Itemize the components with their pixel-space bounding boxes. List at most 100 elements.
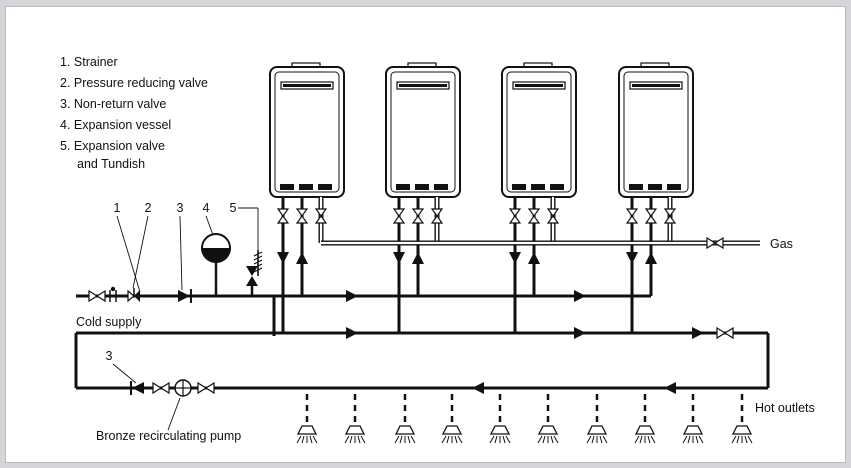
pump-leader xyxy=(167,397,181,431)
tundish-hatch xyxy=(253,263,263,269)
spray-line xyxy=(309,435,313,444)
callout-2-leader xyxy=(132,215,149,289)
spray-line xyxy=(599,435,603,444)
valve-half xyxy=(625,214,639,224)
callout-1: 1 xyxy=(114,201,121,215)
valve-half xyxy=(411,214,425,224)
hot-outlet xyxy=(634,394,656,444)
spray-line xyxy=(394,435,400,444)
heater-vent xyxy=(512,184,526,190)
water-heater xyxy=(269,62,345,198)
expansion-vessel-fill xyxy=(202,248,230,262)
legend-item-non-return-valve: 3. Non-return valve xyxy=(60,97,167,111)
valve-half xyxy=(276,208,290,218)
spray-line xyxy=(687,435,691,444)
spray-line xyxy=(747,435,753,444)
heater-inner-panel xyxy=(623,71,689,193)
expansion-valve xyxy=(246,276,258,286)
heater-valve xyxy=(625,208,639,224)
shower-head xyxy=(296,425,318,435)
return-flow-arrow xyxy=(472,382,484,394)
heater-valve xyxy=(392,208,406,224)
shower-head xyxy=(489,425,511,435)
spray-line xyxy=(537,435,543,444)
water-heater xyxy=(501,62,577,198)
pump-label: Bronze recirculating pump xyxy=(96,429,241,443)
callout-5: 5 xyxy=(230,201,237,215)
spray-line xyxy=(602,435,608,444)
hot-flow-arrow xyxy=(692,327,704,339)
cold-flow-arrow xyxy=(296,252,308,264)
shower-head xyxy=(344,425,366,435)
loop-isolation-valve xyxy=(716,326,734,340)
water-heaters xyxy=(269,62,694,198)
shower-head xyxy=(586,425,608,435)
valve-half xyxy=(204,381,215,395)
heater-vent xyxy=(550,184,564,190)
spray-line xyxy=(591,435,595,444)
hot-flow-arrow xyxy=(393,252,405,264)
expansion-valve xyxy=(246,266,258,276)
spray-line xyxy=(550,435,554,444)
valve-half xyxy=(392,208,406,218)
valve-half xyxy=(723,326,734,340)
valve-half xyxy=(314,214,328,224)
valve-half xyxy=(197,381,208,395)
hot-outlet xyxy=(489,394,511,444)
spray-line xyxy=(586,435,592,444)
spray-line xyxy=(731,435,737,444)
heater-display-bar xyxy=(632,84,680,87)
water-heater xyxy=(385,62,461,198)
heater-valve xyxy=(276,208,290,224)
heater-vent xyxy=(299,184,313,190)
strainer-dot xyxy=(110,286,116,292)
valve-half xyxy=(706,236,717,250)
cold-flow-arrow xyxy=(346,290,358,302)
hot-outlet xyxy=(682,394,704,444)
valve-half xyxy=(88,289,99,303)
heater-vent xyxy=(396,184,410,190)
pump-isolation-valve xyxy=(152,381,170,395)
valve-half xyxy=(644,214,658,224)
legend-item-expansion-vessel: 4. Expansion vessel xyxy=(60,118,172,132)
spray-line xyxy=(639,435,643,444)
shower-head xyxy=(682,425,704,435)
spray-line xyxy=(489,435,495,444)
spray-line xyxy=(744,435,748,444)
heater-vent xyxy=(434,184,448,190)
heater-body xyxy=(269,66,345,198)
callout-3: 3 xyxy=(177,201,184,215)
spray-line xyxy=(360,435,366,444)
heater-valve xyxy=(508,208,522,224)
heater-display-bar xyxy=(399,84,447,87)
valve-half xyxy=(546,208,560,218)
gas-label: Gas xyxy=(770,237,793,251)
spray-line xyxy=(454,435,458,444)
heater-vent xyxy=(318,184,332,190)
tundish-hatch xyxy=(253,267,263,273)
gas-valve xyxy=(430,208,444,224)
shower-head xyxy=(537,425,559,435)
spray-line xyxy=(634,435,640,444)
legend-item-pressure-reducing-valve: 2. Pressure reducing valve xyxy=(60,76,208,90)
heater-display-bar xyxy=(283,84,331,87)
hot-outlet xyxy=(394,394,416,444)
valve-half xyxy=(508,214,522,224)
valve-half xyxy=(276,214,290,224)
hot-outlet xyxy=(537,394,559,444)
spray-line xyxy=(457,435,463,444)
spray-line xyxy=(344,435,350,444)
legend-item-tundish: and Tundish xyxy=(77,157,146,171)
hot-outlet xyxy=(731,394,753,444)
hot-flow-arrow xyxy=(277,252,289,264)
spray-line xyxy=(312,435,318,444)
valve-half xyxy=(508,208,522,218)
shower-head xyxy=(634,425,656,435)
callout-3-loop: 3 xyxy=(106,349,113,363)
spray-line xyxy=(542,435,546,444)
gas-valve xyxy=(663,208,677,224)
gas-valve xyxy=(314,208,328,224)
spray-line xyxy=(494,435,498,444)
heater-vent xyxy=(667,184,681,190)
heater-vent xyxy=(629,184,643,190)
